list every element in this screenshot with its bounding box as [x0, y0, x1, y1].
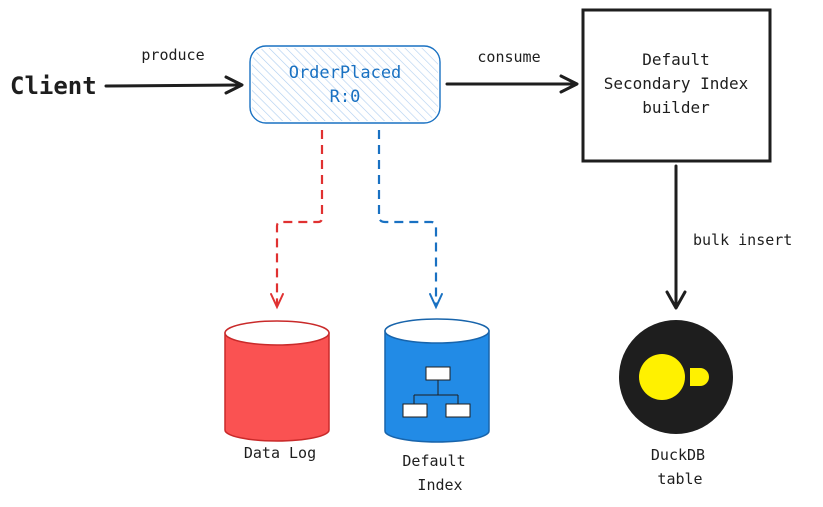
builder-line-3: builder: [642, 98, 710, 117]
consume-arrow: [445, 74, 579, 94]
duckdb-logo-icon[interactable]: [619, 320, 733, 434]
data-log-database-icon[interactable]: [224, 320, 330, 442]
default-index-label-line-1: Default: [402, 452, 465, 470]
builder-line-2: Secondary Index: [604, 74, 749, 93]
event-revision: R:0: [330, 87, 361, 107]
builder-line-1: Default: [642, 50, 709, 69]
duckdb-label-line-2: table: [657, 470, 702, 488]
data-log-connector: [270, 130, 324, 310]
bulk-insert-label: bulk insert: [693, 231, 792, 249]
event-name: OrderPlaced: [289, 63, 402, 83]
data-log-label: Data Log: [244, 444, 316, 462]
hierarchy-icon: [402, 366, 471, 418]
bulk-insert-arrow: [665, 164, 687, 310]
default-index-database-icon[interactable]: [384, 318, 490, 443]
consume-label: consume: [477, 48, 540, 66]
client-label: Client: [10, 72, 97, 100]
produce-arrow: [104, 75, 244, 95]
produce-label: produce: [141, 46, 204, 64]
default-index-label-line-2: Index: [417, 476, 462, 494]
order-placed-event[interactable]: OrderPlaced R:0: [249, 45, 441, 124]
secondary-index-builder[interactable]: Default Secondary Index builder: [581, 8, 772, 163]
default-index-connector: [377, 130, 443, 310]
duckdb-label-line-1: DuckDB: [651, 446, 705, 464]
